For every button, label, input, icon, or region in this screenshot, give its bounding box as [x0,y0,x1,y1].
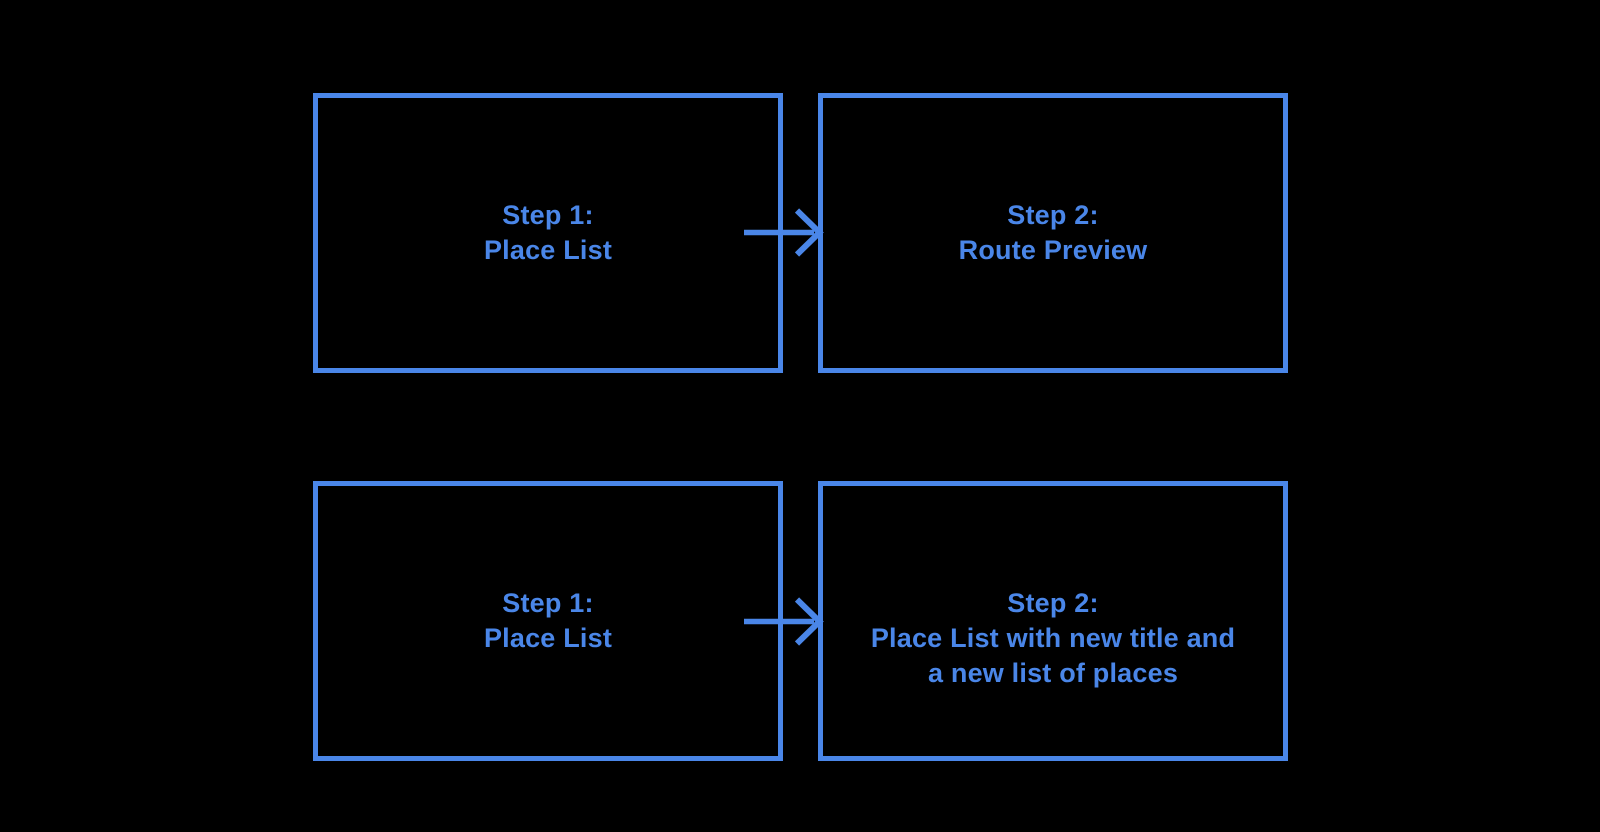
step-box-row1-step2: Step 2: Route Preview [818,93,1288,373]
step-title: Step 1: [502,200,594,230]
step-box-row2-step1: Step 1: Place List [313,481,783,761]
step-title: Step 2: [1007,588,1099,618]
step-label: Step 1: Place List [318,198,778,268]
step-subtitle: Place List with new title and a new list… [870,623,1236,688]
step-box-row2-step2: Step 2: Place List with new title and a … [818,481,1288,761]
step-box-row1-step1: Step 1: Place List [313,93,783,373]
step-label: Step 2: Route Preview [823,198,1283,268]
step-title: Step 2: [1007,200,1099,230]
step-subtitle: Route Preview [958,235,1148,265]
step-label: Step 1: Place List [318,586,778,656]
step-subtitle: Place List [483,235,613,265]
step-label: Step 2: Place List with new title and a … [823,586,1283,691]
step-title: Step 1: [502,588,594,618]
step-subtitle: Place List [483,623,613,653]
